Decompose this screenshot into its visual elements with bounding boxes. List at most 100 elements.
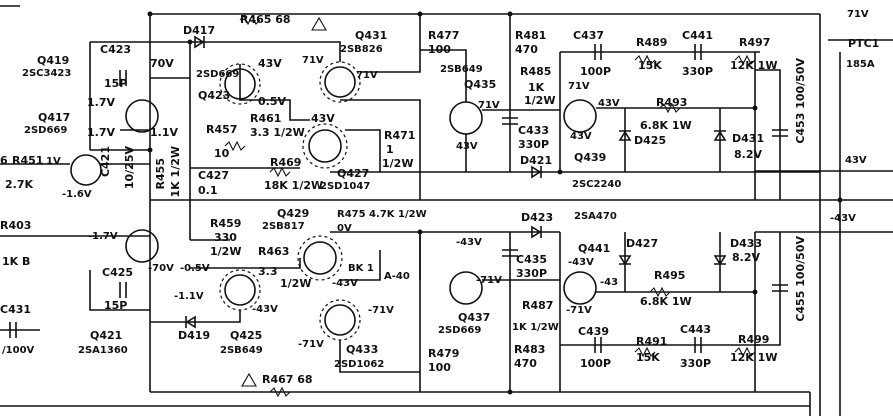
label-q421-type: 2SA1360 — [78, 345, 128, 356]
voltage-label: -1.7V — [88, 231, 118, 242]
wire — [340, 250, 381, 281]
voltage-label: -71V — [298, 339, 324, 350]
label-r487-value: 1K 1/2W — [512, 322, 559, 333]
transistor-symbol — [125, 99, 159, 133]
transistor-symbol — [563, 99, 597, 133]
label-c431-value: /100V — [2, 345, 35, 356]
transistor-symbol — [219, 63, 261, 105]
label-d425: D425 — [634, 134, 667, 147]
label-r497-value: 12K 1W — [730, 59, 778, 72]
junction-dot — [752, 289, 758, 295]
label-d423: D423 — [521, 211, 554, 224]
voltage-label: -1.6V — [62, 189, 92, 200]
label-d431: D431 — [732, 132, 765, 145]
label-r459: R459 — [210, 217, 242, 230]
label-c439-value: 100P — [580, 357, 612, 370]
label-q435-type: 2SB649 — [440, 64, 483, 75]
wire — [420, 49, 467, 102]
label-r479: R479 — [428, 347, 460, 360]
label-r495-value: 6.8K 1W — [640, 295, 692, 308]
capacitor-symbol — [772, 129, 788, 137]
label-r471-value: 1 — [386, 143, 394, 156]
voltage-label: -43V — [830, 213, 856, 224]
label-c425: C425 — [102, 266, 134, 279]
label-r489: R489 — [636, 36, 668, 49]
transistor-symbol — [302, 123, 348, 169]
label-q433-type: 2SD1062 — [334, 359, 385, 370]
transistor-symbol — [297, 235, 343, 281]
label-r479-value: 100 — [428, 361, 451, 374]
label-q435: Q435 — [464, 78, 497, 91]
voltage-label: 43V — [258, 57, 282, 70]
label-d419: D419 — [178, 329, 211, 342]
label-q423: Q423 — [198, 89, 231, 102]
label-d431-value: 8.2V — [734, 148, 762, 161]
voltage-label: -71V — [368, 305, 394, 316]
label-r497: R497 — [739, 36, 771, 49]
voltage-label: -43 — [600, 277, 619, 288]
label-q427-type: 2SD1047 — [320, 181, 371, 192]
junction-dot — [417, 229, 423, 235]
label-d433: D433 — [730, 237, 763, 250]
label-r463: R463 — [258, 245, 290, 258]
label-r485: R485 — [520, 65, 552, 78]
voltage-label: 71V — [568, 81, 590, 92]
label-r403-value: 1K B — [2, 255, 31, 268]
label-r477-value: 100 — [428, 43, 451, 56]
label-r459-value: 330 — [214, 231, 237, 244]
wire — [89, 270, 150, 311]
resistor-symbol — [634, 346, 656, 358]
label-r491-value: 15K — [636, 351, 660, 364]
label-r451-prefix: 6 — [0, 154, 8, 167]
voltage-label: 43V — [570, 131, 592, 142]
voltage-label: -43V — [332, 278, 358, 289]
label-c437-value: 100P — [580, 65, 612, 78]
transistor-symbol — [125, 229, 159, 263]
wire — [239, 64, 310, 121]
label-r461-value: 3.3 1/2W — [250, 126, 305, 139]
label-q429: Q429 — [277, 207, 310, 220]
label-r469: R469 — [270, 156, 302, 169]
label-r483: R483 — [514, 343, 546, 356]
wire — [190, 258, 301, 269]
label-r463-value: 3.3 — [258, 265, 278, 278]
label-c427: C427 — [198, 169, 230, 182]
capacitor-symbol — [694, 44, 702, 60]
voltage-label: -43V — [568, 257, 594, 268]
label-c443-value: 330P — [680, 357, 712, 370]
capacitor-symbol — [772, 284, 788, 292]
capacitor-symbol — [119, 70, 127, 86]
label-q417: Q417 — [38, 111, 71, 124]
label-r489-value: 15K — [638, 59, 662, 72]
wire — [755, 232, 781, 346]
transistor-symbol — [70, 154, 102, 186]
wire — [755, 69, 781, 200]
label-c455: C455 100/50V — [794, 236, 807, 322]
transistor-symbol — [303, 241, 337, 275]
voltage-label: 71V — [356, 70, 378, 81]
warning-triangle-icon — [311, 16, 327, 31]
voltage-label: 1.1V — [150, 126, 178, 139]
resistor-symbol — [269, 386, 291, 398]
voltage-label: 71V — [302, 55, 324, 66]
voltage-label: -71V — [476, 275, 502, 286]
label-d421: D421 — [520, 154, 553, 167]
label-r461: R461 — [250, 112, 282, 125]
resistor-symbol — [224, 140, 246, 152]
junction-dot — [507, 389, 513, 395]
transistor-symbol — [308, 129, 342, 163]
label-c441-value: 330P — [682, 65, 714, 78]
label-q437: Q437 — [458, 311, 491, 324]
label-r485-value: 1K — [528, 81, 545, 94]
label-r481-value: 470 — [515, 43, 538, 56]
junction-dot — [507, 11, 513, 17]
diode-symbol — [618, 130, 632, 141]
label-r499-value: 12K 1W — [730, 351, 778, 364]
transistor-symbol — [449, 271, 483, 305]
junction-dot — [147, 147, 153, 153]
transistor-symbol — [563, 271, 597, 305]
label-r477: R477 — [428, 29, 460, 42]
label-r457-value: 10 — [214, 147, 230, 160]
